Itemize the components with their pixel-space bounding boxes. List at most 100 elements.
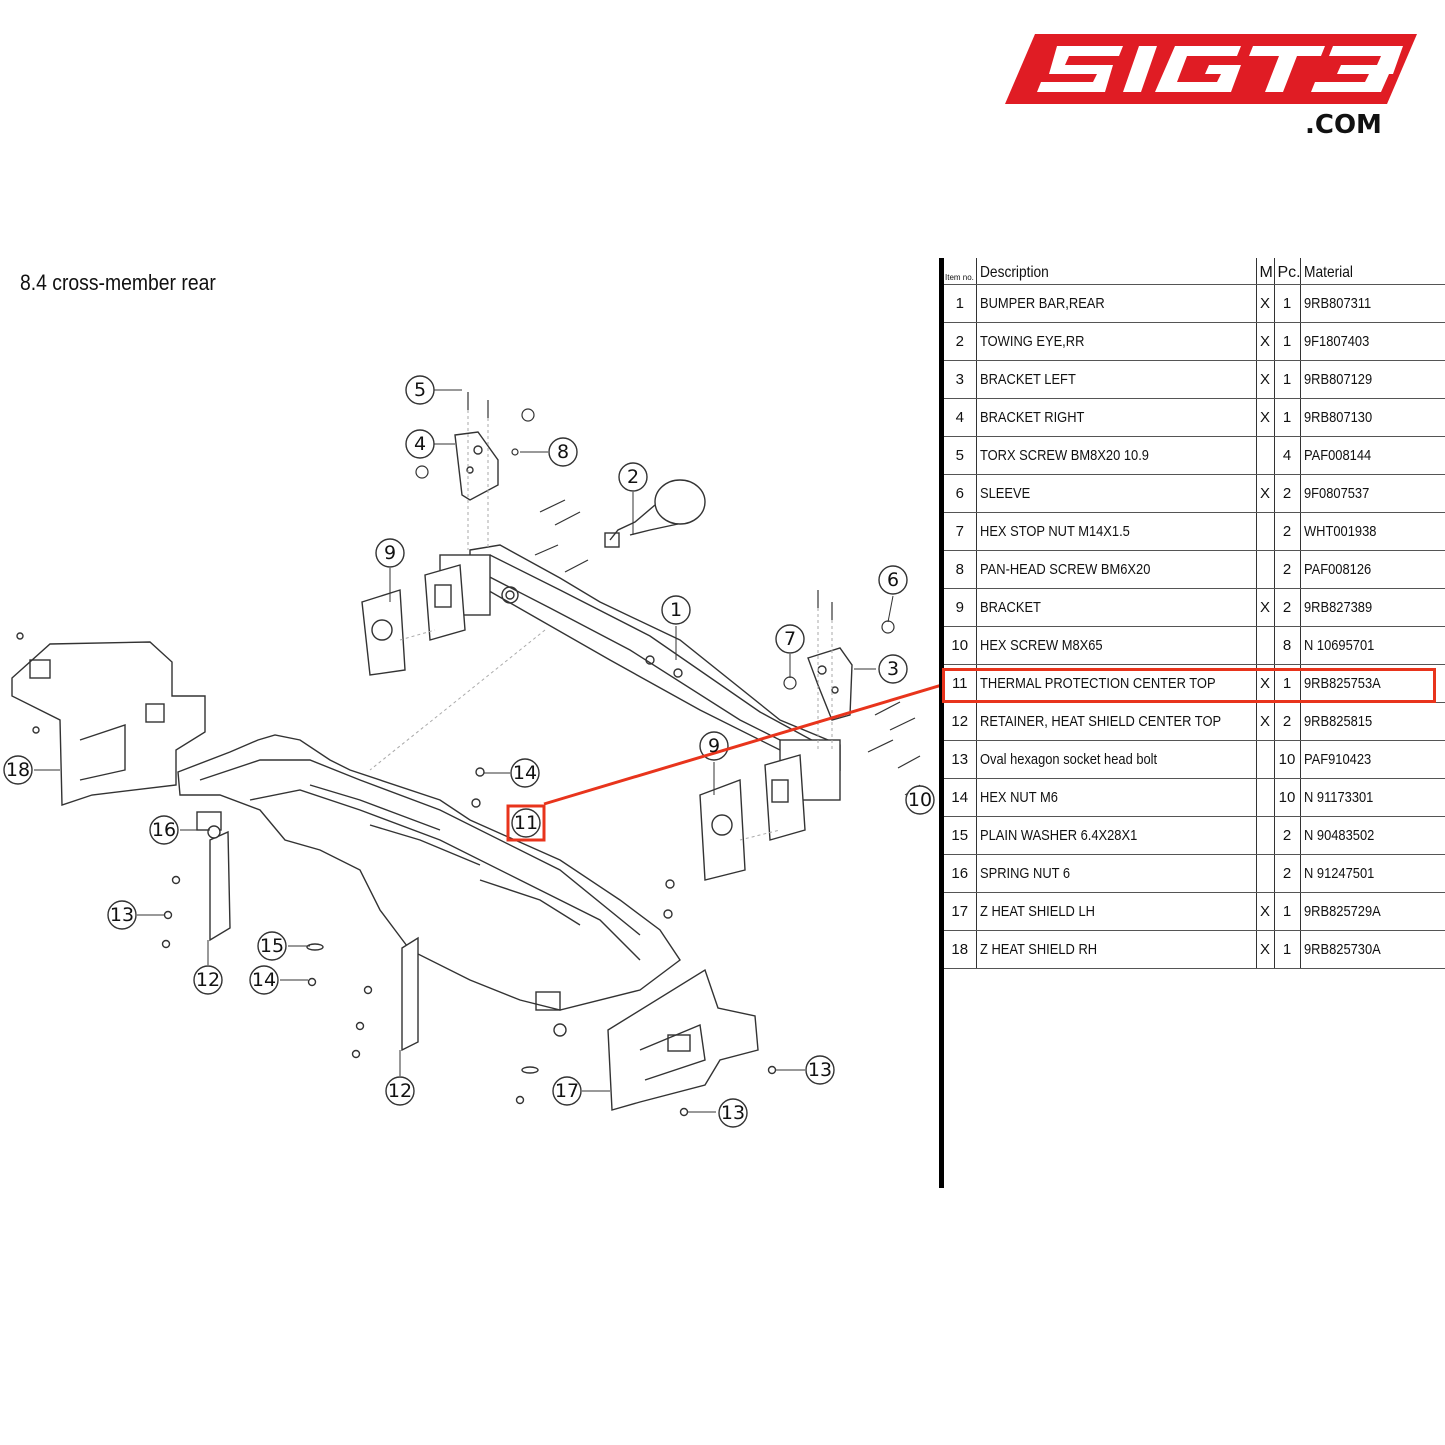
callout-label: 2 — [627, 466, 639, 488]
callout-label: 13 — [808, 1059, 832, 1081]
description-cell: HEX STOP NUT M14X1.5 — [976, 512, 1257, 551]
callout-label: 10 — [908, 789, 932, 811]
pc-cell: 10 — [1274, 740, 1301, 779]
m-cell: X — [1256, 284, 1275, 323]
material-cell-text: 9RB825815 — [1303, 713, 1372, 730]
callout-label-highlighted: 11 — [514, 812, 538, 834]
material-cell: 9RB807130 — [1300, 398, 1445, 437]
pc-cell: 1 — [1274, 360, 1301, 399]
description-cell: PLAIN WASHER 6.4X28X1 — [976, 816, 1257, 855]
material-cell: 9RB825815 — [1300, 702, 1445, 741]
description-cell: HEX NUT M6 — [976, 778, 1257, 817]
item-number-cell: 2 — [944, 322, 977, 361]
description-cell: BRACKET — [976, 588, 1257, 627]
description-cell-text: Z HEAT SHIELD RH — [979, 941, 1097, 958]
pc-cell: 1 — [1274, 284, 1301, 323]
material-cell: N 91247501 — [1300, 854, 1445, 893]
z-heat-shield-rh-drawing — [11, 641, 206, 806]
header-material: Material — [1300, 258, 1445, 285]
callout-label: 16 — [152, 819, 176, 841]
item-number-cell: 1 — [944, 284, 977, 323]
m-cell: X — [1256, 322, 1275, 361]
bracket-4-drawing — [454, 431, 499, 501]
material-cell-text: PAF008144 — [1303, 447, 1371, 464]
m-cell: X — [1256, 360, 1275, 399]
item-number-cell: 8 — [944, 550, 977, 589]
description-cell: SLEEVE — [976, 474, 1257, 513]
fasteners-drawing — [415, 392, 921, 769]
bracket-left-drawing — [361, 564, 466, 676]
description-cell: Z HEAT SHIELD RH — [976, 930, 1257, 969]
description-cell: BRACKET RIGHT — [976, 398, 1257, 437]
description-cell-text: BRACKET — [979, 599, 1041, 616]
callout-11-highlight — [506, 804, 546, 842]
material-cell: 9RB807311 — [1300, 284, 1445, 323]
m-cell — [1256, 854, 1275, 893]
description-cell-text: HEX STOP NUT M14X1.5 — [979, 523, 1130, 540]
material-cell: N 91173301 — [1300, 778, 1445, 817]
material-cell: N 90483502 — [1300, 816, 1445, 855]
pc-cell: 2 — [1274, 550, 1301, 589]
callout-label: 13 — [110, 904, 134, 926]
header-description-label: Description — [979, 264, 1049, 281]
material-cell: 9RB825730A — [1300, 930, 1445, 969]
m-cell: X — [1256, 702, 1275, 741]
m-cell: X — [1256, 930, 1275, 969]
description-cell-text: RETAINER, HEAT SHIELD CENTER TOP — [979, 713, 1221, 730]
towing-eye-drawing — [604, 479, 706, 548]
alignment-lines — [369, 410, 833, 841]
callout-label: 14 — [513, 762, 537, 784]
material-cell: N 10695701 — [1300, 626, 1445, 665]
m-cell — [1256, 778, 1275, 817]
material-cell-text: N 91173301 — [1303, 789, 1373, 806]
material-cell: PAF910423 — [1300, 740, 1445, 779]
description-cell-text: THERMAL PROTECTION CENTER TOP — [979, 675, 1216, 692]
callout-label: 7 — [784, 628, 796, 650]
material-cell-text: N 91247501 — [1303, 865, 1374, 882]
item-number-cell: 13 — [944, 740, 977, 779]
pc-cell: 2 — [1274, 854, 1301, 893]
material-cell-text: 9F1807403 — [1303, 333, 1369, 350]
highlight-connector-line — [543, 684, 940, 806]
item-number-cell: 12 — [944, 702, 977, 741]
brand-logo[interactable]: .COM — [1005, 34, 1417, 146]
row-11-highlight — [942, 668, 1436, 703]
description-cell: BRACKET LEFT — [976, 360, 1257, 399]
callout-label: 8 — [557, 441, 569, 463]
pc-cell: 1 — [1274, 398, 1301, 437]
item-number-cell: 5 — [944, 436, 977, 475]
callout-label: 3 — [887, 658, 899, 680]
description-cell: Z HEAT SHIELD LH — [976, 892, 1257, 931]
material-cell-text: PAF008126 — [1303, 561, 1371, 578]
small-hardware-drawing — [16, 632, 777, 1117]
material-cell-text: 9RB807129 — [1303, 371, 1372, 388]
logo-domain: .COM — [1305, 110, 1382, 140]
z-heat-shield-lh-drawing — [607, 968, 759, 1111]
callout-circles — [3, 375, 935, 1128]
description-cell: Oval hexagon socket head bolt — [976, 740, 1257, 779]
material-cell: 9RB827389 — [1300, 588, 1445, 627]
thermal-protection-center-drawing — [177, 734, 681, 1011]
pc-cell: 2 — [1274, 512, 1301, 551]
pc-cell: 10 — [1274, 778, 1301, 817]
description-cell-text: HEX SCREW M8X65 — [979, 637, 1103, 654]
description-cell-text: PLAIN WASHER 6.4X28X1 — [979, 827, 1137, 844]
